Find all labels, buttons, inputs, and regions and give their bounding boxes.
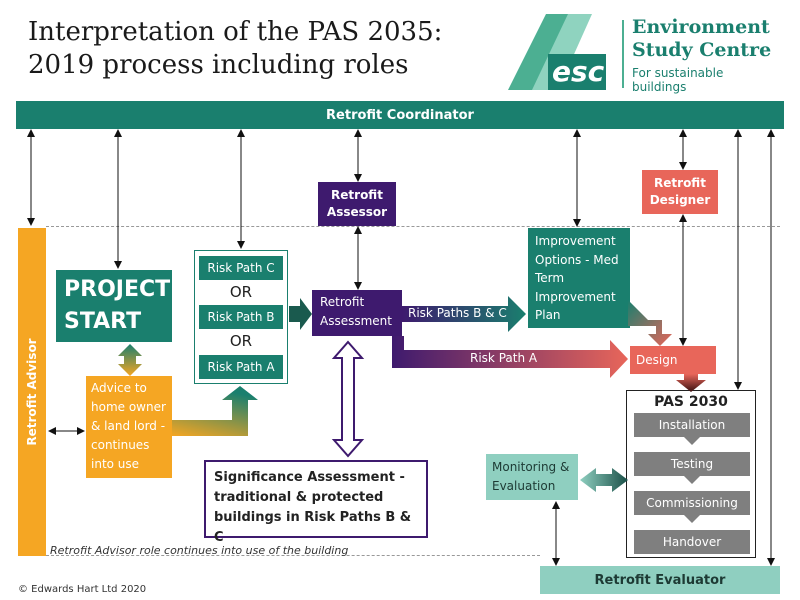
logo-divider xyxy=(622,20,624,88)
significance-line-2: traditional & protected xyxy=(214,490,384,505)
advice-line-3: & land lord - xyxy=(91,419,166,433)
advice-box: Advice to home owner & land lord - conti… xyxy=(86,376,172,478)
advice-line-1: Advice to xyxy=(91,381,147,395)
assessment-line-1: Retrofit xyxy=(320,295,365,309)
arrow-label-risk-path-a: Risk Path A xyxy=(470,351,538,365)
risk-path-c: Risk Path C xyxy=(199,256,283,280)
retrofit-designer-box: Retrofit Designer xyxy=(642,170,718,214)
improvement-line-2: Options - Med xyxy=(535,252,619,267)
retrofit-advisor-bar: Retrofit Advisor xyxy=(18,228,46,556)
monitoring-line-1: Monitoring & xyxy=(492,460,570,474)
logo-name-line-1: Environment xyxy=(632,16,770,38)
improvement-line-3: Term xyxy=(535,271,565,285)
improvement-options-box: Improvement Options - Med Term Improveme… xyxy=(528,228,630,328)
monitoring-line-2: Evaluation xyxy=(492,479,556,493)
project-start-line-2: START xyxy=(64,309,142,334)
copyright: © Edwards Hart Ltd 2020 xyxy=(18,584,147,595)
title-line-2: 2019 process including roles xyxy=(28,50,409,80)
risk-path-b: Risk Path B xyxy=(199,305,283,329)
project-start-box: PROJECT START xyxy=(56,270,172,342)
retrofit-coordinator-bar: Retrofit Coordinator xyxy=(16,101,784,129)
upper-dashed-line xyxy=(46,226,780,227)
risk-path-group: Risk Path C OR Risk Path B OR Risk Path … xyxy=(194,250,288,384)
monitoring-evaluation-box: Monitoring & Evaluation xyxy=(486,454,578,500)
advisor-note: Retrofit Advisor role continues into use… xyxy=(50,544,349,557)
designer-line-2: Designer xyxy=(649,193,711,207)
title-line-1: Interpretation of the PAS 2035: xyxy=(28,17,443,47)
pas-step-commissioning: Commissioning xyxy=(634,491,750,515)
significance-assessment-box: Significance Assessment - traditional & … xyxy=(204,460,428,545)
logo-name: Environment Study Centre xyxy=(632,16,771,62)
risk-path-a: Risk Path A xyxy=(199,355,283,379)
retrofit-assessor-box: Retrofit Assessor xyxy=(318,182,396,226)
improvement-line-4: Improvement xyxy=(535,289,616,304)
design-box: Design xyxy=(630,346,716,374)
project-start-line-1: PROJECT xyxy=(64,277,171,302)
lower-dashed-line xyxy=(46,555,540,556)
assessment-line-2: Assessment xyxy=(320,314,392,328)
or-label-2: OR xyxy=(229,332,253,350)
improvement-line-1: Improvement xyxy=(535,234,616,248)
designer-line-1: Retrofit xyxy=(654,176,706,190)
significance-line-3: buildings in Risk Paths B & C xyxy=(214,510,412,545)
esc-logo-letters: esc xyxy=(552,55,605,88)
retrofit-assessment-box: Retrofit Assessment xyxy=(312,290,402,336)
arrow-label-risk-paths-bc: Risk Paths B & C xyxy=(408,306,507,320)
pas-step-testing: Testing xyxy=(634,452,750,476)
assessor-line-2: Assessor xyxy=(326,205,388,219)
significance-line-1: Significance Assessment - xyxy=(214,470,405,485)
page-title: Interpretation of the PAS 2035: 2019 pro… xyxy=(28,16,478,82)
logo-name-line-2: Study Centre xyxy=(632,39,772,61)
retrofit-evaluator-bar: Retrofit Evaluator xyxy=(540,566,780,594)
advice-line-4: continues xyxy=(91,438,150,452)
design-label: Design xyxy=(636,353,678,367)
pas-step-installation: Installation xyxy=(634,413,750,437)
esc-logo-mark xyxy=(508,14,606,90)
pas-step-handover: Handover xyxy=(634,530,750,554)
assessor-line-1: Retrofit xyxy=(331,188,383,202)
or-label-1: OR xyxy=(229,283,253,301)
advice-line-2: home owner xyxy=(91,400,166,414)
pas2030-title: PAS 2030 xyxy=(654,394,728,410)
advice-line-5: into use xyxy=(91,457,140,471)
esc-logo: esc Environment Study Centre For sustain… xyxy=(508,14,778,94)
logo-tagline: For sustainable buildings xyxy=(632,66,724,94)
improvement-line-5: Plan xyxy=(535,308,561,322)
